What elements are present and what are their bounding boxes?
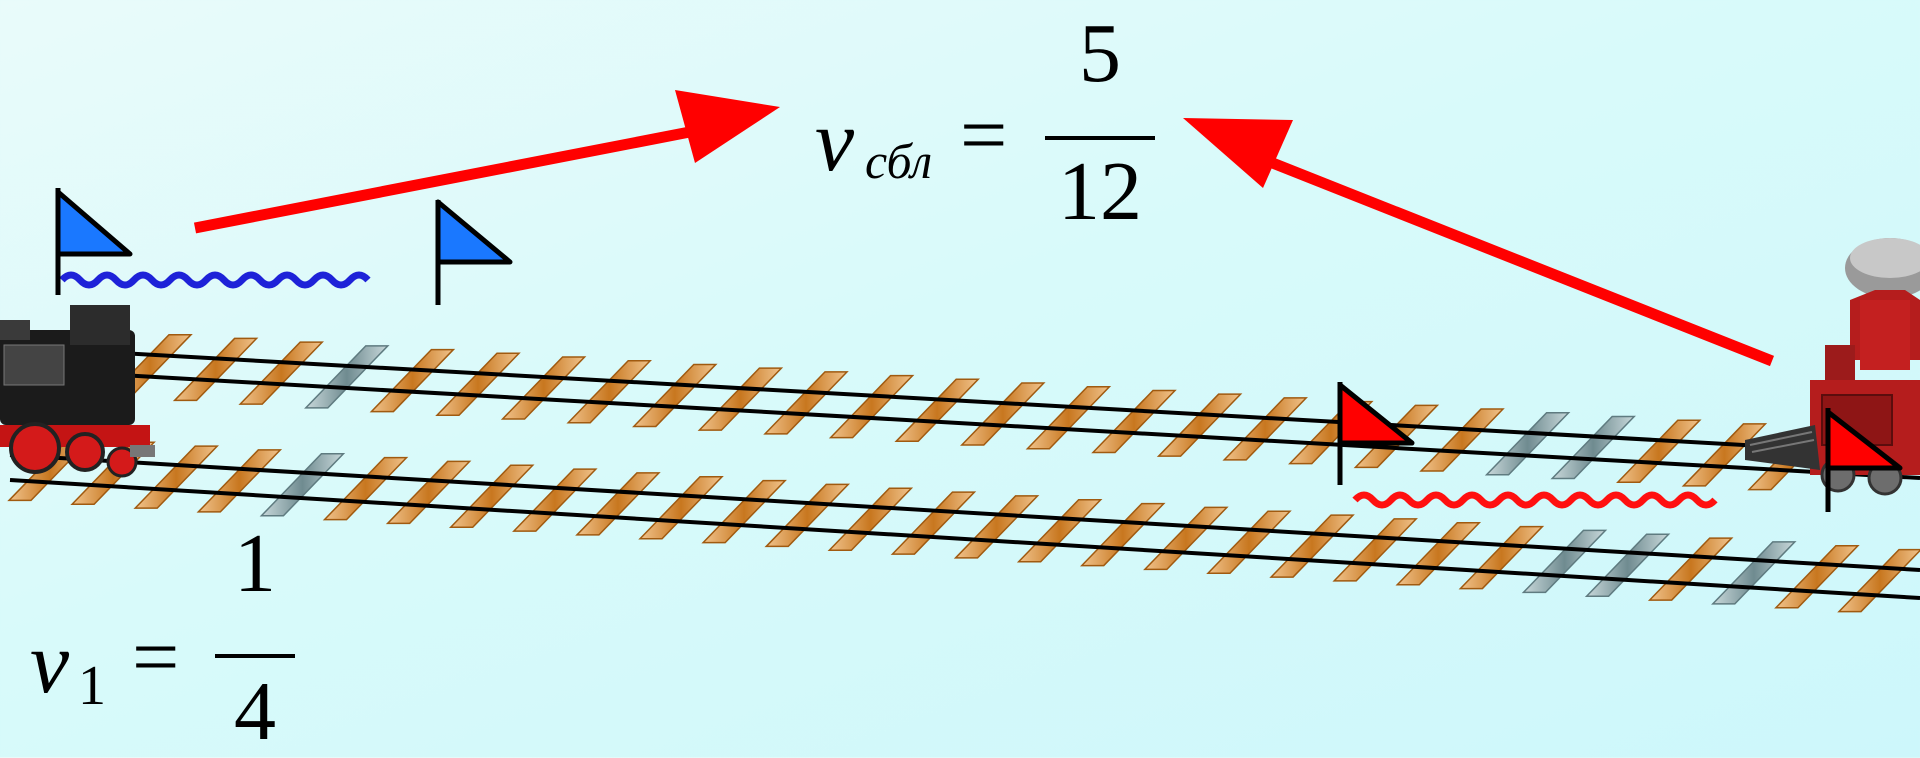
track-sleeper — [259, 453, 346, 517]
track-sleeper — [1711, 541, 1797, 605]
velocity-symbol: v — [30, 615, 70, 712]
fraction-denominator: 4 — [234, 665, 276, 758]
track-sleeper — [890, 491, 977, 555]
track-sleeper — [1616, 419, 1702, 483]
left-locomotive-icon — [0, 305, 155, 478]
track-sleeper — [1395, 521, 1482, 586]
track-sleeper — [369, 348, 456, 413]
equals-sign: = — [132, 611, 180, 704]
velocity-subscript: сбл — [865, 133, 933, 189]
velocity-symbol: v — [815, 93, 855, 190]
blue-flag-icon — [435, 199, 513, 305]
track-sleeper — [1079, 502, 1166, 567]
track-sleeper — [764, 483, 851, 548]
track-sleeper — [500, 356, 587, 420]
track-sleeper — [566, 359, 652, 424]
track-sleeper — [763, 371, 849, 435]
fraction-bar — [1045, 136, 1155, 140]
upper-track-sleepers — [107, 333, 1833, 491]
velocity-subscript: 1 — [78, 655, 106, 717]
track-sleeper — [1091, 389, 1177, 454]
track-sleeper — [1156, 393, 1243, 457]
track-sleeper — [632, 363, 718, 428]
track-sleeper — [1458, 525, 1545, 590]
right-arrow-to-formula — [1183, 118, 1775, 367]
track-sleeper — [1774, 544, 1860, 609]
rail — [9, 453, 1920, 572]
track-sleeper — [1269, 514, 1355, 578]
track-sleeper — [894, 378, 980, 443]
red-flag-icon — [1825, 408, 1903, 512]
red-distance-wave — [1352, 491, 1718, 509]
track-sleeper — [1584, 533, 1671, 597]
track-sleeper — [1419, 408, 1505, 472]
rail — [119, 351, 1920, 457]
fraction-bar — [215, 654, 295, 658]
track-sleeper — [953, 495, 1040, 559]
lower-track-rails — [9, 453, 1920, 600]
track-sleeper — [238, 341, 324, 405]
track-sleeper — [638, 476, 724, 540]
track-sleeper — [172, 337, 259, 402]
upper-track-rails — [119, 351, 1920, 480]
equals-sign: = — [960, 89, 1008, 182]
lower-track-sleepers — [7, 437, 1920, 613]
fraction-numerator: 1 — [234, 517, 276, 610]
track-sleeper — [1143, 506, 1229, 571]
track-sleeper — [1647, 537, 1734, 601]
track-sleeper — [448, 464, 535, 529]
track-sleeper — [385, 460, 472, 525]
fraction-denominator: 12 — [1058, 145, 1142, 238]
track-sleeper — [575, 472, 661, 536]
track-sleeper — [1206, 510, 1292, 574]
left-arrow-to-formula — [193, 90, 780, 234]
rail — [9, 478, 1920, 600]
track-sleeper — [1016, 498, 1103, 563]
blue-flag-icon — [55, 188, 133, 295]
track-sleeper — [1222, 397, 1308, 461]
right-locomotive-icon — [1745, 238, 1920, 496]
track-sleeper — [1484, 412, 1571, 476]
track-sleeper — [1521, 529, 1608, 594]
track-sleeper — [1025, 385, 1112, 450]
track-sleeper — [435, 352, 521, 417]
track-sleeper — [1550, 415, 1636, 480]
track-sleeper — [1332, 518, 1418, 582]
red-flag-icon — [1337, 382, 1415, 485]
track-sleeper — [196, 449, 283, 513]
track-sleeper — [697, 367, 784, 431]
track-sleeper — [304, 345, 390, 409]
track-sleeper — [827, 487, 914, 552]
rail — [119, 373, 1920, 480]
track-sleeper — [1837, 548, 1920, 613]
blue-distance-wave — [59, 271, 371, 289]
track-sleeper — [322, 456, 409, 521]
track-sleeper — [960, 382, 1046, 446]
fraction-numerator: 5 — [1079, 7, 1121, 100]
track-sleeper — [701, 479, 787, 544]
track-sleeper — [828, 374, 915, 439]
track-sleeper — [512, 468, 598, 532]
